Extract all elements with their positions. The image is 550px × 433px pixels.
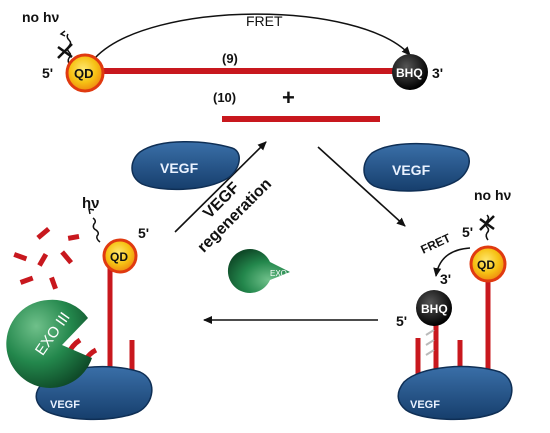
right-three-prime: 3'	[440, 271, 451, 287]
top-no-hv-label: no hν	[22, 9, 60, 25]
strand-10	[222, 116, 380, 122]
left-vegf-label: VEGF	[50, 399, 80, 411]
right-emission-squiggle	[484, 214, 490, 241]
left-qd-label: QD	[110, 250, 128, 264]
plus-sign: +	[282, 85, 295, 110]
top-fret-arrow	[94, 13, 411, 59]
vegf-right-label: VEGF	[392, 162, 431, 178]
top-bhq-label: BHQ	[396, 66, 423, 80]
top-blocked-cross	[57, 43, 73, 59]
left-qd-circle	[102, 238, 138, 274]
right-blocked-cross	[479, 215, 495, 231]
vegf-left-free: VEGF	[131, 141, 240, 191]
right-vegf-bound	[397, 365, 513, 421]
arrow-left-to-top	[174, 141, 267, 233]
right-five-prime-left: 5'	[396, 313, 407, 329]
left-emission-squiggle	[92, 217, 101, 243]
right-bhq-label: BHQ	[421, 302, 448, 316]
right-qd-label: QD	[477, 258, 495, 272]
right-no-hv-label: no hν	[474, 187, 512, 203]
left-complex: hν 5' VEGF EXO III QD	[6, 195, 153, 421]
exo-center-label: EXO III	[270, 269, 296, 278]
strand-10-label: (10)	[213, 90, 236, 105]
top-bhq-circle	[392, 54, 428, 90]
top-five-prime: 5'	[42, 65, 53, 81]
strand-9	[100, 68, 405, 74]
right-complex: no hν 5' FRET 3' VEGF BHQ 5' QD	[396, 187, 513, 421]
left-hv-label: hν	[82, 195, 100, 212]
dna-fragments	[13, 226, 80, 290]
strand-9-label: (9)	[222, 51, 238, 66]
vegf-left-label: VEGF	[160, 160, 199, 176]
exo-center: EXO III	[227, 249, 296, 293]
top-three-prime: 3'	[432, 65, 443, 81]
arrow-top-to-right	[317, 146, 406, 227]
top-qd-label: QD	[74, 66, 94, 81]
right-fret-label: FRET	[418, 230, 453, 256]
right-qd-circle	[469, 245, 507, 283]
right-five-prime-top: 5'	[462, 224, 473, 240]
top-probe: no hν FRET (9) QD 5' BHQ 3' (10) +	[22, 9, 443, 122]
vegf-right-free: VEGF	[363, 142, 470, 192]
right-fret-arrow	[433, 247, 471, 277]
left-exo-body	[6, 299, 92, 388]
right-vegf-label: VEGF	[410, 399, 440, 411]
right-bhq-circle	[416, 290, 452, 326]
top-fret-label: FRET	[246, 13, 283, 29]
left-five-prime: 5'	[138, 225, 149, 241]
top-qd-circle	[65, 53, 105, 93]
